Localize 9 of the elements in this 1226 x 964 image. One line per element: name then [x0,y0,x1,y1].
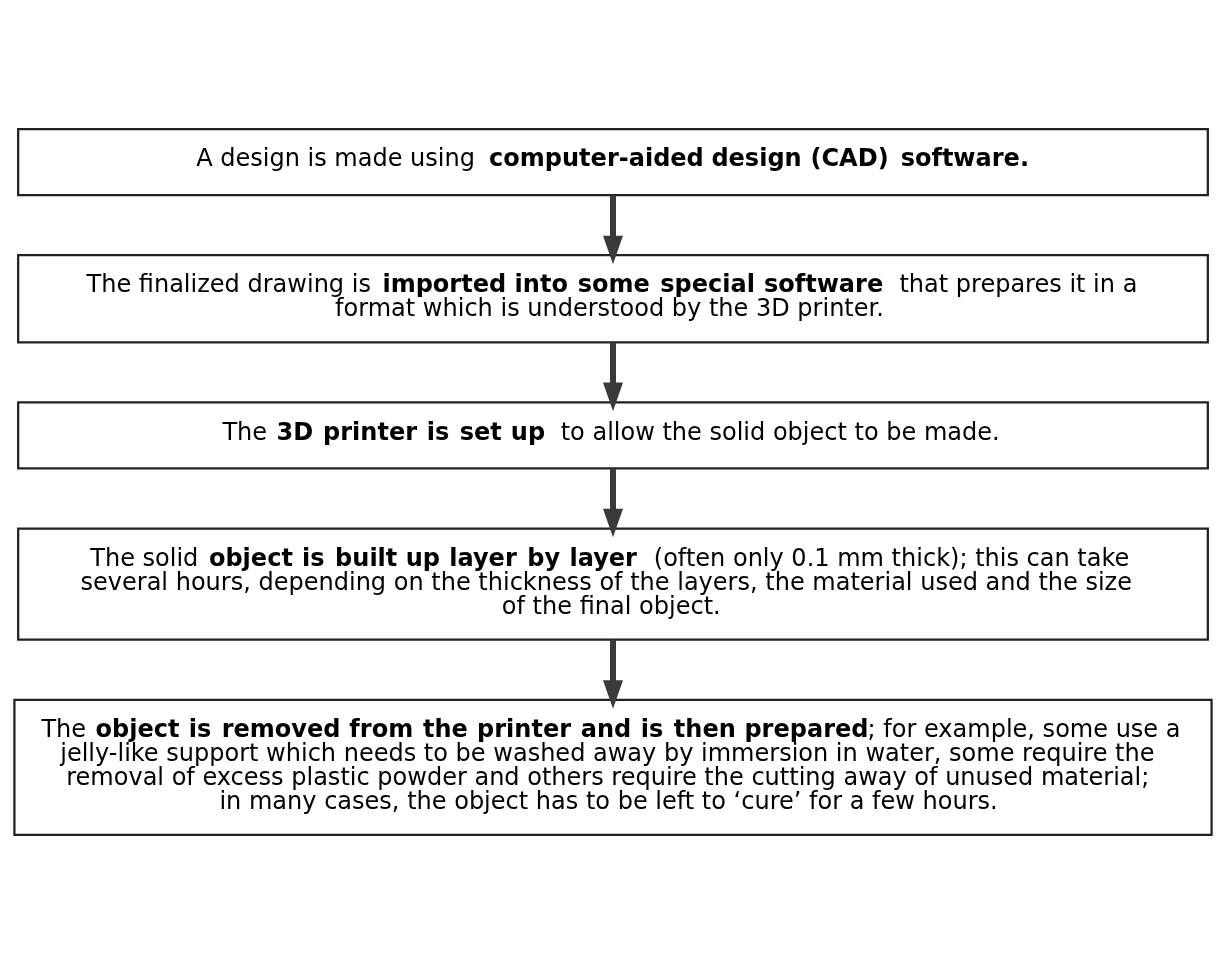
node-box: A design is made using computer-aided design (CAD) software. [17,127,1209,197]
node-box: The finalized drawing is imported into some special software that prepares it in a format which is understood by the 3D printer. [17,254,1209,344]
node-box: The solid object is built up layer by layer (often only 0.1 mm thick); this can take several hours, depending on the thickness of the layers, the material used and the size of the final object. [17,527,1209,641]
arrow [603,195,623,265]
node-box: The object is removed from the printer and is then prepared; for example, some use a jelly-like support which needs to be washed away by immersion in water, some require the removal of excess plastic powder and others require the cutting away of unused material; in many cases, the object has to be left to ‘cure’ for a few hours. [13,698,1213,837]
arrow [603,639,623,709]
node-box: The 3D printer is set up to allow the solid object to be made. [17,401,1209,470]
arrow [603,342,623,412]
arrow [603,468,623,538]
